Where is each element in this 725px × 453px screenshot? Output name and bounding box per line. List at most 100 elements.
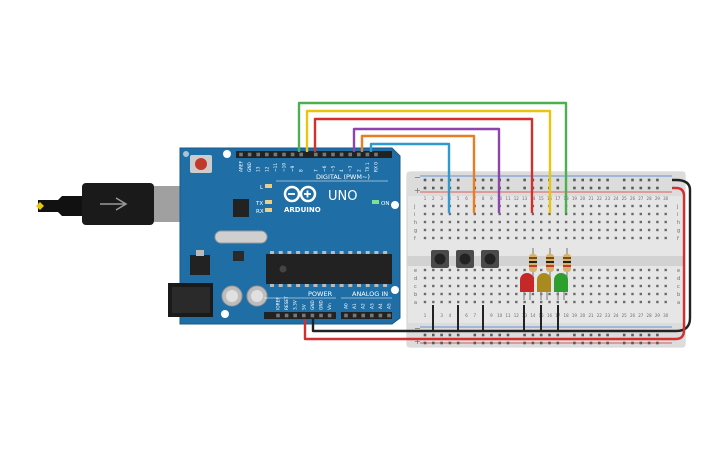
column-number: 30 [663, 196, 669, 201]
power-pin-label: IOREF [276, 297, 282, 310]
wire-red-5v [303, 186, 686, 341]
ground-jumpers[interactable] [432, 305, 559, 331]
wire-blue [369, 142, 451, 213]
column-number: 27 [638, 196, 644, 201]
wire-orange [360, 134, 476, 213]
reset-button-cap[interactable] [195, 158, 207, 170]
analog-pin-label: A4 [378, 303, 384, 309]
resistor-1[interactable] [529, 248, 537, 282]
column-number: 4 [449, 313, 452, 318]
column-number: 7 [474, 313, 477, 318]
row-letter: g [414, 228, 417, 234]
column-number: 22 [597, 313, 603, 318]
wire-black-gnd [311, 178, 692, 333]
tx-led [265, 200, 272, 204]
analog-pin-label: A0 [344, 303, 350, 309]
row-letter: a [414, 300, 417, 306]
column-number: 18 [564, 313, 570, 318]
resistor-3[interactable] [563, 248, 571, 282]
row-letter: c [677, 284, 680, 290]
mount-hole [391, 286, 399, 294]
tx-label: TX [255, 201, 263, 207]
column-number: 6 [465, 196, 468, 201]
l-led [265, 184, 272, 188]
digital-pin-label: ~9 [290, 165, 296, 172]
mount-hole [391, 201, 399, 209]
model-label: UNO [328, 189, 357, 204]
column-number: 24 [613, 196, 619, 201]
column-number: 28 [647, 196, 653, 201]
digital-pin-label: ~6 [322, 165, 328, 172]
push-button-3[interactable] [481, 250, 499, 268]
row-letter: d [677, 276, 680, 282]
power-pin-label: 3.3V [293, 300, 299, 310]
column-number: 11 [505, 196, 511, 201]
on-led [372, 200, 379, 204]
push-button-1[interactable] [431, 250, 449, 268]
analog-pin-label: A3 [369, 303, 375, 309]
wire-red-pin [313, 117, 534, 213]
push-button-2[interactable] [456, 250, 474, 268]
digital-pin-label: 12 [264, 166, 270, 172]
column-number: 1 [424, 196, 427, 201]
plus-label-top: + [414, 186, 421, 195]
column-number: 13 [522, 196, 528, 201]
column-number: 9 [490, 313, 493, 318]
atmega-chip [266, 254, 392, 284]
analog-pin-label: A1 [352, 303, 358, 309]
digital-pin-label: TX 1 [365, 162, 371, 173]
mount-hole [221, 310, 229, 318]
analog-label: ANALOG IN [352, 290, 388, 298]
led-yellow[interactable] [537, 273, 551, 300]
row-letter: b [414, 292, 417, 298]
led-green[interactable] [554, 273, 568, 300]
row-letter: h [677, 220, 680, 226]
digital-pin-label: 2 [356, 169, 362, 172]
power-pin-label: Vin [327, 303, 333, 310]
arduino-infinity-logo-icon [283, 185, 317, 203]
column-number: 11 [505, 313, 511, 318]
column-number: 20 [580, 196, 586, 201]
power-pin-label: 5V [301, 304, 307, 310]
row-letter: e [677, 268, 680, 274]
analog-header[interactable] [341, 312, 392, 319]
row-letter: e [414, 268, 417, 274]
column-number: 26 [630, 196, 636, 201]
brand-label: ARDUINO [284, 206, 321, 214]
column-number: 2 [432, 196, 435, 201]
rx-label: RX [256, 209, 264, 215]
resistor-2[interactable] [546, 248, 554, 282]
column-number: 27 [638, 313, 644, 318]
column-number: 23 [605, 313, 611, 318]
column-number: 26 [630, 313, 636, 318]
power-pin-label: RESET [284, 296, 290, 310]
digital-pin-label: GND [247, 161, 253, 172]
digital-pin-label: 8 [299, 169, 305, 172]
wire-green [297, 101, 568, 213]
power-header[interactable] [264, 312, 336, 319]
column-number: 3 [440, 313, 443, 318]
row-letter: h [414, 220, 417, 226]
column-number: 16 [547, 313, 553, 318]
wires[interactable] [297, 101, 692, 341]
row-letter: i [414, 212, 415, 218]
voltage-regulator [190, 255, 210, 275]
row-letter: d [414, 276, 417, 282]
power-label: POWER [308, 290, 333, 298]
column-number: 19 [572, 196, 578, 201]
row-letter: c [414, 284, 417, 290]
column-number: 3 [440, 196, 443, 201]
rx-led [265, 208, 272, 212]
power-pin-label: GND [319, 299, 325, 310]
digital-pin-label: ~5 [331, 165, 337, 172]
column-number: 20 [580, 313, 586, 318]
column-number: 25 [622, 196, 628, 201]
minus-label-bottom: − [414, 324, 421, 333]
led-red[interactable] [520, 273, 534, 300]
